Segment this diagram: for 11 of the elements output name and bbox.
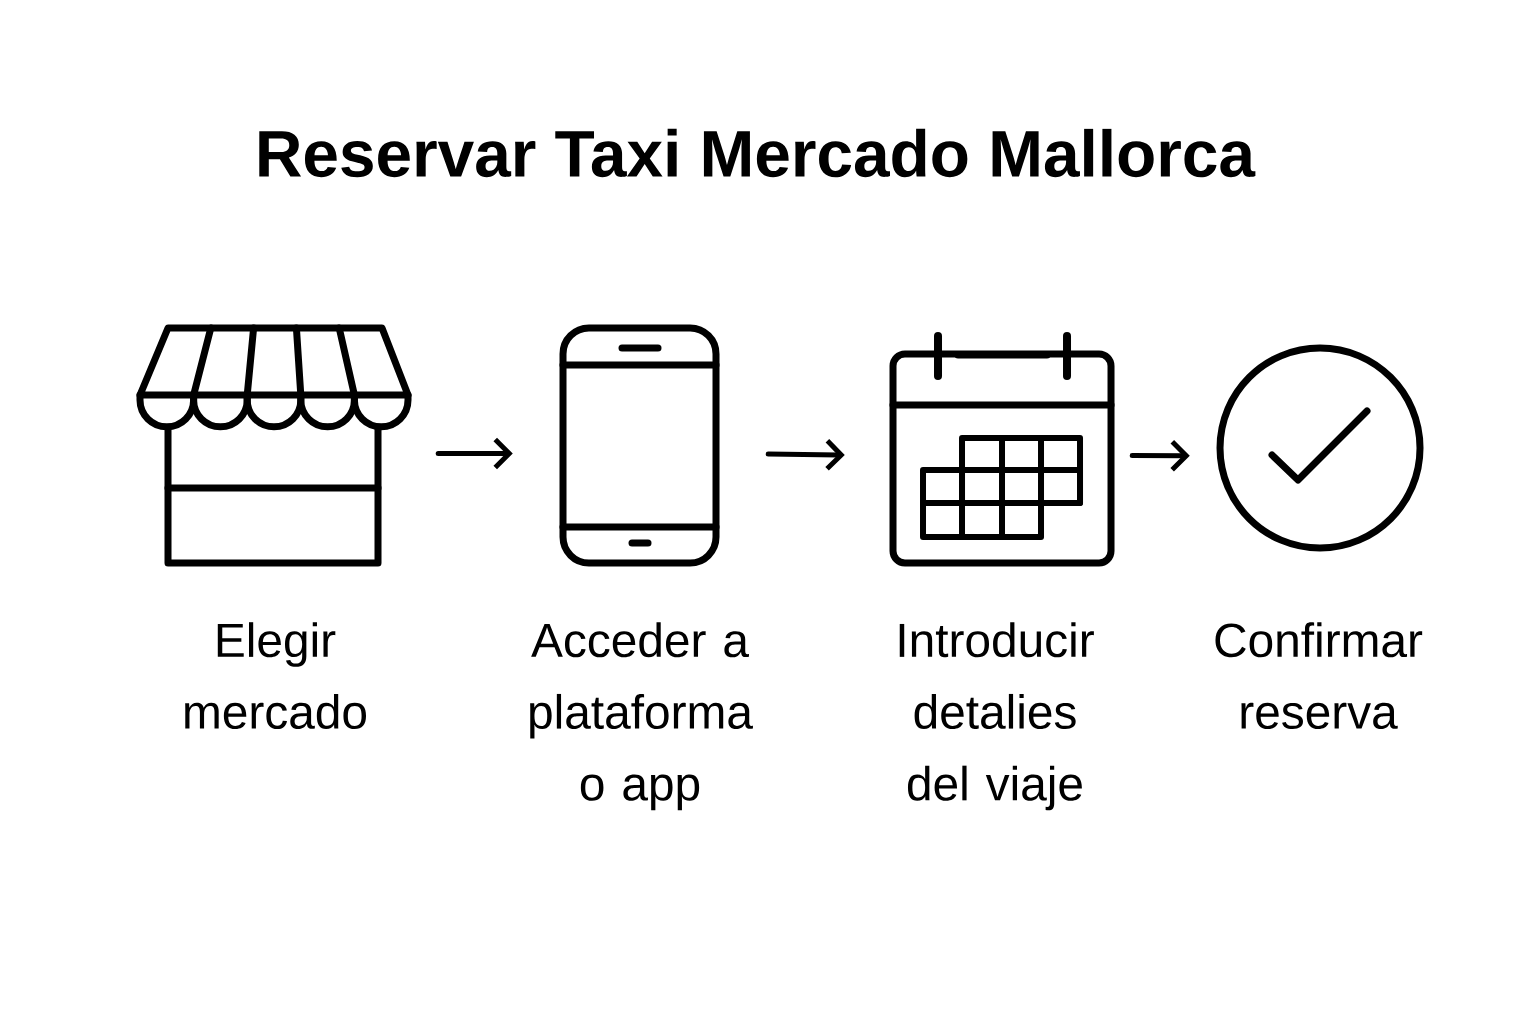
store-drawing bbox=[136, 324, 412, 567]
step-label: Acceder a plataforma o app bbox=[530, 622, 753, 811]
phone-drawing bbox=[559, 324, 720, 567]
title: Reservar Taxi Mercado Mallorca bbox=[259, 128, 1256, 178]
arrow bbox=[435, 437, 513, 470]
step-label: Confirmar reserva bbox=[1215, 622, 1423, 730]
arrow bbox=[765, 439, 845, 471]
step-label: Introducir detalies del viaje bbox=[899, 622, 1094, 811]
step-label: Elegir mercado bbox=[185, 622, 366, 730]
calendar-drawing bbox=[889, 332, 1115, 567]
check-circle-drawing bbox=[1216, 344, 1424, 552]
